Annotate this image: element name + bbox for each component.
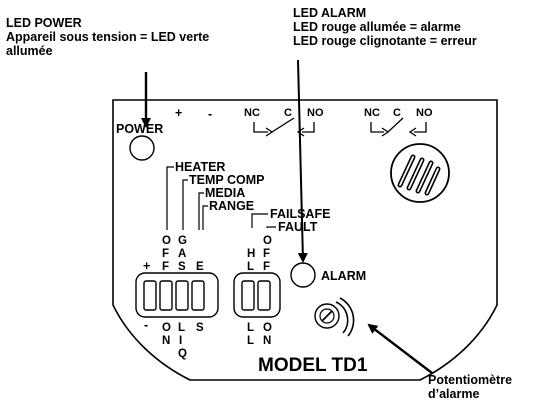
sw1-media-gas-char: S <box>178 261 186 273</box>
led-alarm-desc-1: LED rouge allumée = alarme <box>293 20 461 34</box>
sw1-heater-off-char: F <box>162 261 169 273</box>
led-alarm-desc-2: LED rouge clignotante = erreur <box>293 34 477 48</box>
minus-terminal-label: - <box>208 107 212 121</box>
sw1-media-liq-char: I <box>179 335 182 347</box>
potentiometer-desc: d’alarme <box>428 387 480 401</box>
led-alarm-title: LED ALARM <box>293 6 367 20</box>
sw2-failsafe-bottom-char: L <box>247 335 254 347</box>
range-label: RANGE <box>209 199 254 213</box>
sw2-failsafe-bottom-char: L <box>247 322 254 334</box>
sw1-media-liq-char: Q <box>178 348 187 360</box>
alarm-potentiometer[interactable] <box>314 297 355 337</box>
potentiometer-callout: Potentiomètre d’alarme <box>428 373 512 401</box>
power-led <box>129 135 155 161</box>
relay1-nc-label: NC <box>244 107 260 119</box>
led-alarm-callout: LED ALARM LED rouge allumée = alarme LED… <box>293 6 477 48</box>
failsafe-label: FAILSAFE <box>270 207 330 221</box>
relay1-c-label: C <box>284 107 292 119</box>
relay1-no-label: NO <box>307 107 324 119</box>
fault-label: FAULT <box>278 220 318 234</box>
switch1-bottom-labels: - O N L I Q S <box>144 318 204 360</box>
switch2-bottom-labels: L L O N <box>247 322 272 347</box>
dip-switch-2[interactable] <box>233 272 281 318</box>
power-label: POWER <box>116 122 163 136</box>
plus-terminal-label: + <box>175 106 182 120</box>
led-power-callout: LED POWER Appareil sous tension = LED ve… <box>6 16 209 58</box>
switch1-top-labels: O F F G A S E + <box>143 235 204 273</box>
sw1-heater-off-char: F <box>162 248 169 260</box>
heater-label: HEATER <box>175 160 225 174</box>
sw1-media-gas-char: A <box>178 248 186 260</box>
sw1-heater-on-char: O <box>162 322 171 334</box>
sw1-heater-on-char: N <box>162 335 170 347</box>
alarm-led <box>290 262 316 288</box>
potentiometer-arrow <box>367 323 433 374</box>
dip-switch-1[interactable] <box>135 272 219 318</box>
sw2-fault-off-char: F <box>263 248 270 260</box>
manufacturer-logo <box>390 143 450 203</box>
sw2-fault-on-char: N <box>263 335 271 347</box>
sw1-media-liq-char: L <box>178 322 185 334</box>
potentiometer-title: Potentiomètre <box>428 373 513 387</box>
relay1-contact-symbol <box>253 117 315 137</box>
sw2-failsafe-h-char: H <box>247 248 255 260</box>
switch2-top-labels: H L O F F <box>247 235 272 273</box>
sw1-minus-label: - <box>144 318 148 332</box>
relay2-contact-symbol <box>370 117 427 137</box>
sw2-fault-off-char: O <box>263 235 272 247</box>
sw1-plus-label: + <box>143 259 150 273</box>
temp-comp-label: TEMP COMP <box>189 173 264 187</box>
switch2-leader-lines <box>251 213 276 228</box>
switch1-leader-lines <box>166 166 208 230</box>
model-label: MODEL TD1 <box>258 355 368 376</box>
sw1-range-s-char: S <box>196 322 204 334</box>
led-power-title: LED POWER <box>6 16 82 30</box>
sw1-media-gas-char: G <box>178 235 187 247</box>
media-label: MEDIA <box>205 186 245 200</box>
alarm-arrow <box>297 59 308 263</box>
relay2-no-label: NO <box>416 107 433 119</box>
led-power-desc-1: Appareil sous tension = LED verte <box>6 30 210 44</box>
board-outline <box>112 99 498 381</box>
alarm-label: ALARM <box>321 269 366 283</box>
relay2-nc-label: NC <box>364 107 380 119</box>
sw2-fault-on-char: O <box>263 322 272 334</box>
sw1-heater-off-char: O <box>162 235 171 247</box>
sw1-range-e-char: E <box>196 261 204 273</box>
sw2-fault-off-char: F <box>263 261 270 273</box>
led-power-desc-2: allumée <box>6 44 53 58</box>
sw2-failsafe-l-char: L <box>247 261 254 273</box>
relay2-c-label: C <box>393 107 401 119</box>
